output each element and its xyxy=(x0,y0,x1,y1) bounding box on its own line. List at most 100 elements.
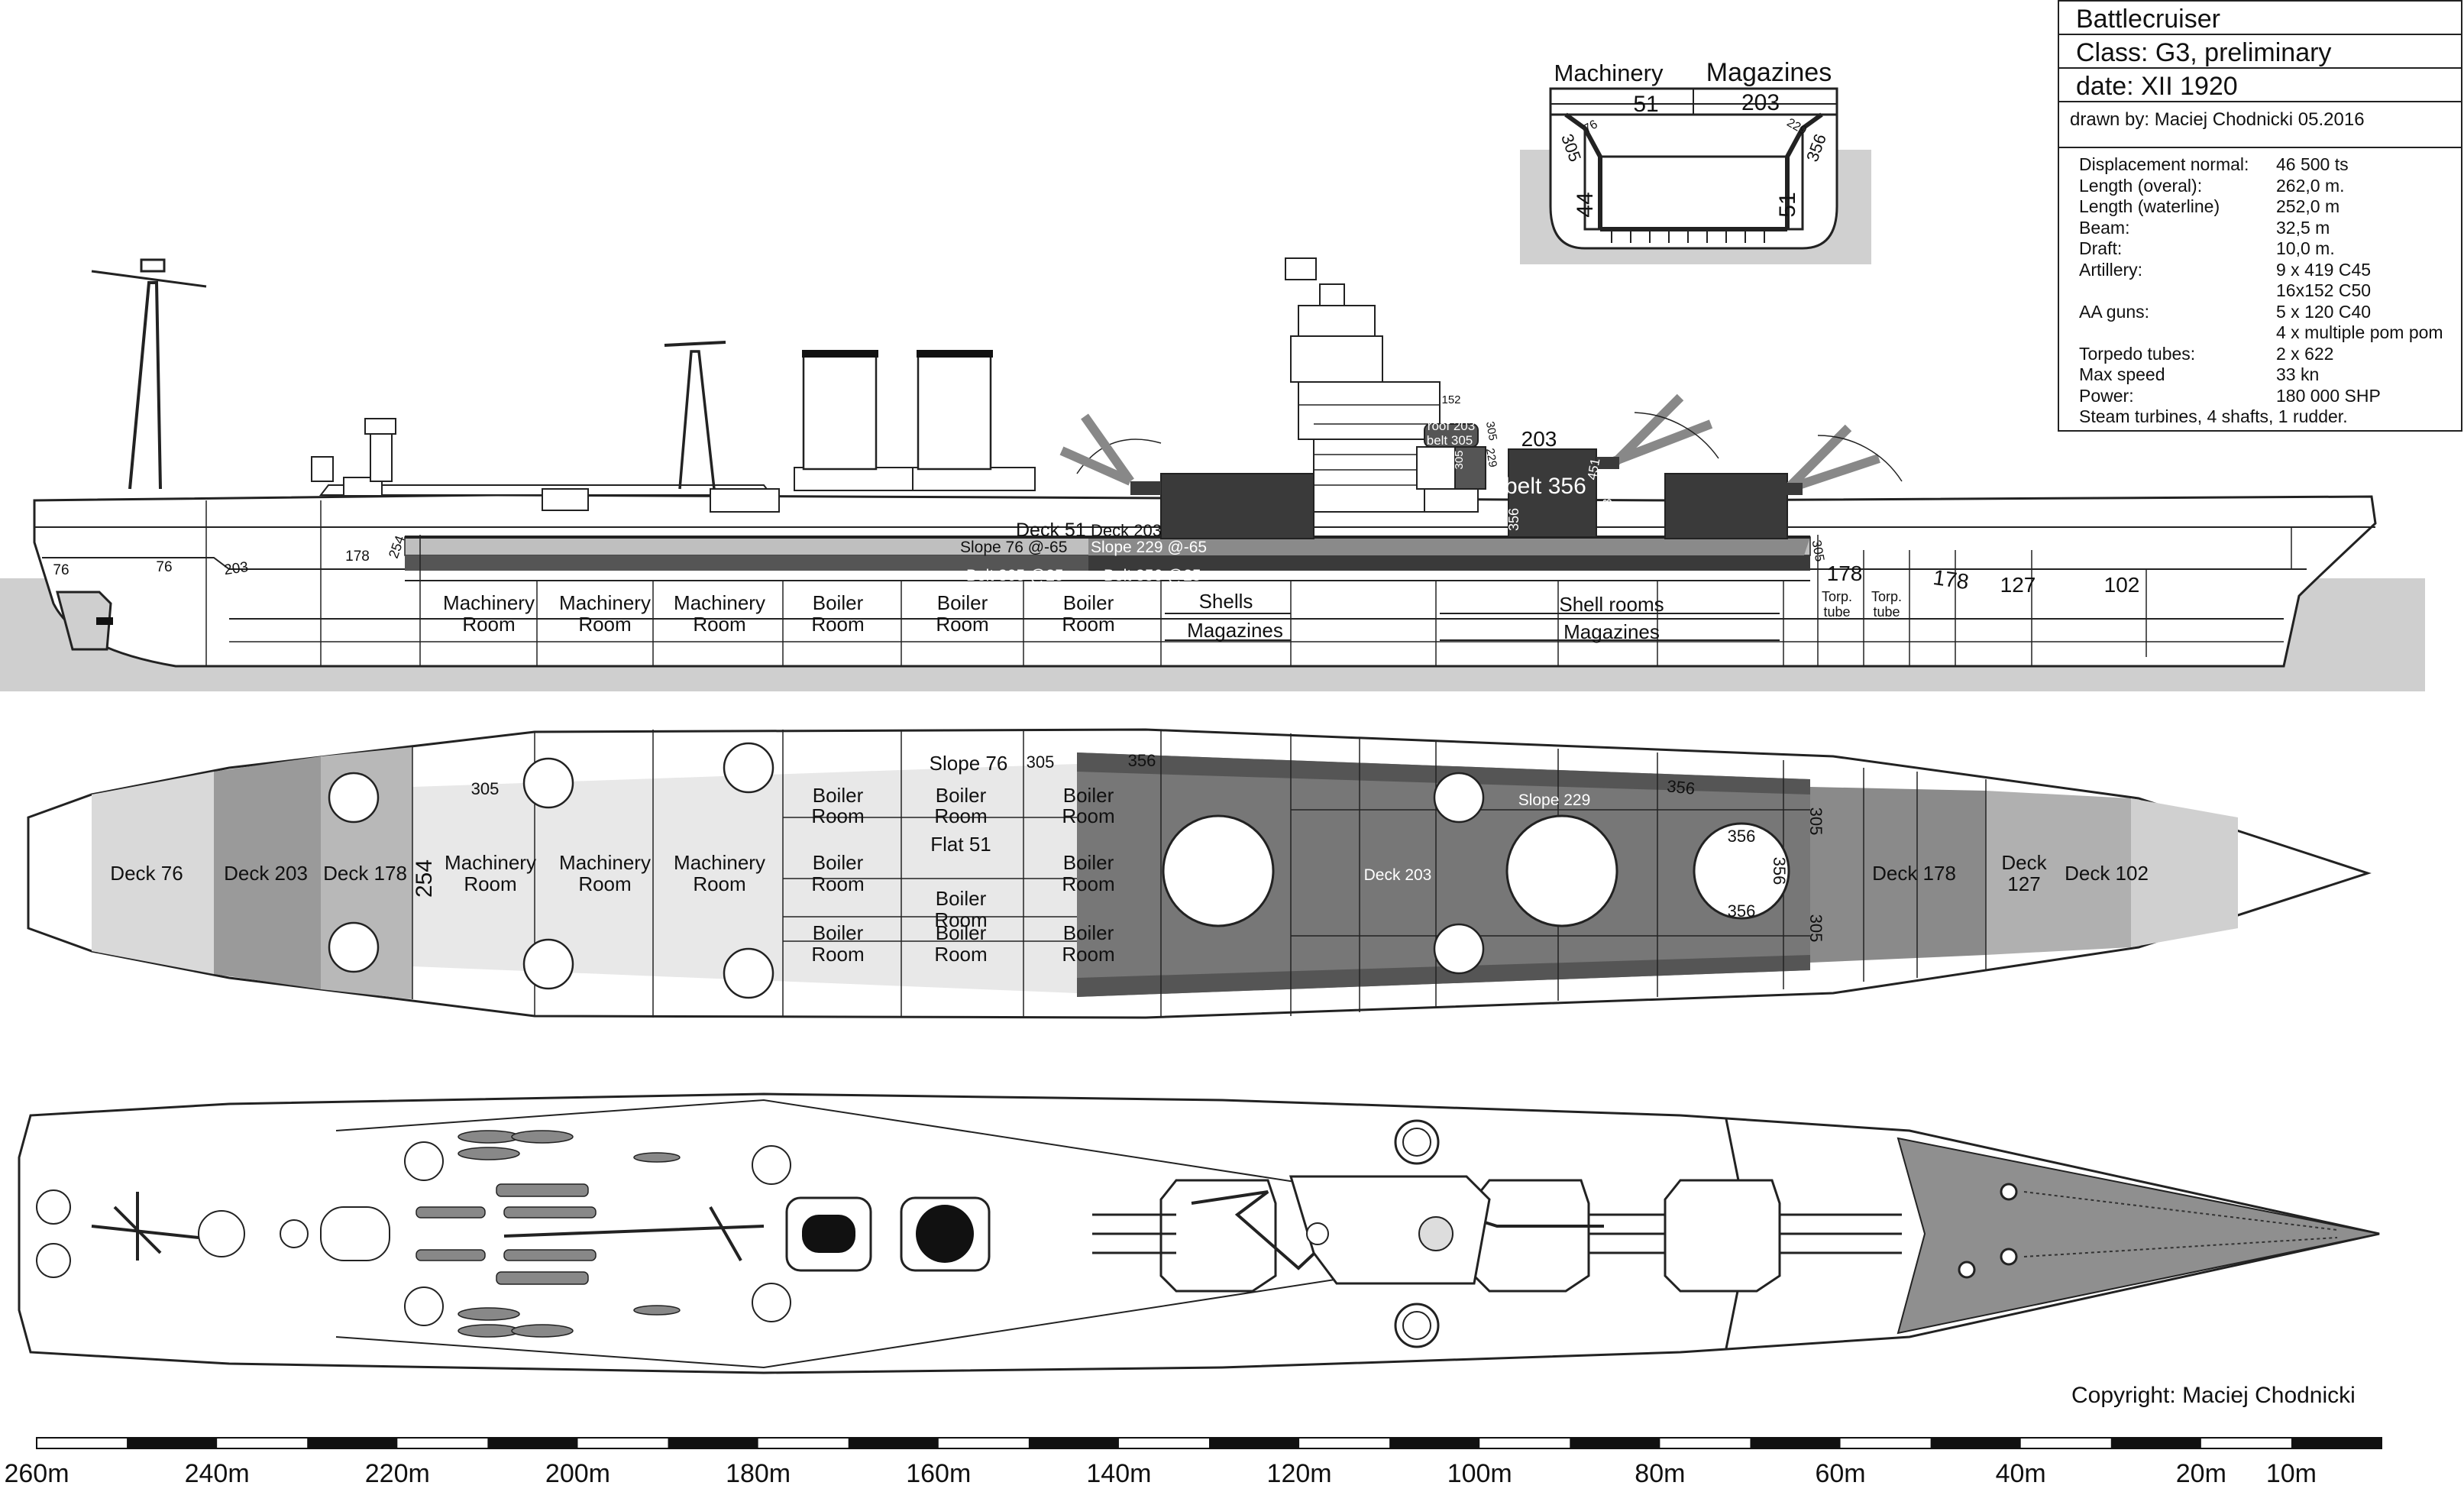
scale-tick-label: 20m xyxy=(2175,1459,2226,1488)
plan-deck-127: 127 xyxy=(2007,872,2040,895)
boiler-label: Boiler xyxy=(1063,851,1114,874)
scale-tick-label: 180m xyxy=(726,1459,791,1488)
section-magazines-label: Magazines xyxy=(1706,58,1832,87)
boiler-label: Boiler xyxy=(813,784,864,807)
plan-bulkhead-305-a: 305 xyxy=(1806,807,1825,836)
spec-value: 180 000 SHP xyxy=(2276,385,2381,406)
slope-229-label: Slope 229 @-65 xyxy=(1091,539,1207,556)
deck-178-fore: 178 xyxy=(1827,562,1863,585)
cross-section: Machinery Magazines 51 203 305 76 44 229… xyxy=(1520,58,1871,264)
copyright-notice: Copyright: Maciej Chodnicki xyxy=(2071,1383,2356,1408)
section-deck-203: 203 xyxy=(1741,90,1780,115)
spec-key xyxy=(2079,280,2276,302)
plan-deck-102: Deck 102 xyxy=(2065,862,2149,885)
barbette-a-356-side: 356 xyxy=(1770,857,1789,885)
plan-deck-178: Deck 178 xyxy=(323,862,407,885)
spec-row: Power: 180 000 SHP xyxy=(2079,386,2461,407)
plan-boiler-labels: Boiler Room Boiler Room Boiler Room Boil… xyxy=(811,784,1114,966)
spec-value: 262,0 m. xyxy=(2276,175,2345,196)
deck-102-bow: 102 xyxy=(2104,573,2140,597)
plan-belt-305: 305 xyxy=(471,779,500,798)
plan-room-label: Machinery xyxy=(559,851,651,874)
deck-76-aft: 76 xyxy=(53,562,69,578)
section-hull xyxy=(1549,87,1838,250)
scale-tick-label: 120m xyxy=(1266,1459,1332,1488)
fore-mast xyxy=(678,350,716,490)
boiler-label: Room xyxy=(934,908,987,931)
boiler-label: Room xyxy=(934,943,987,966)
magazines-label-aft: Magazines xyxy=(1187,619,1283,642)
room-label: Room xyxy=(462,613,515,636)
boiler-label: Room xyxy=(934,804,987,827)
room-label: Room xyxy=(936,613,988,636)
turret-x xyxy=(1059,413,1314,539)
barbette-a-356-top: 356 xyxy=(1728,827,1756,846)
scale-tick-label: 200m xyxy=(545,1459,610,1488)
barbette-305-a: 305 xyxy=(1483,420,1499,442)
boiler-label: Room xyxy=(811,872,864,895)
scale-segment xyxy=(1750,1438,1841,1448)
scale-tick-label: 40m xyxy=(1995,1459,2046,1488)
spec-value: 33 kn xyxy=(2276,364,2320,384)
deck-203-label: Deck 203 xyxy=(1091,521,1162,540)
funnel-fore xyxy=(917,351,992,471)
room-labels: Machinery Room Machinery Room Machinery … xyxy=(443,591,1115,636)
spec-value: 46 500 ts xyxy=(2276,154,2349,174)
plan-bulkhead-305-b: 305 xyxy=(1806,914,1825,943)
belt-356-big-label: belt 356 xyxy=(1505,474,1586,499)
spec-row: AA guns:5 x 120 C40 xyxy=(2079,302,2461,323)
plan-bulkhead-254: 254 xyxy=(412,859,437,898)
boiler-label: Boiler xyxy=(813,921,864,944)
scale-tick-label: 140m xyxy=(1086,1459,1152,1488)
spec-value: 252,0 m xyxy=(2276,196,2340,216)
room-label: Room xyxy=(1062,613,1114,636)
design-date: date: XII 1920 xyxy=(2059,69,2461,102)
scale-segment xyxy=(1930,1438,2021,1448)
scale-segment xyxy=(848,1438,939,1448)
scale-segment xyxy=(2110,1438,2201,1448)
spec-row: Max speed 33 kn xyxy=(2079,364,2461,386)
face-356: 356 xyxy=(1600,484,1615,506)
room-label: Boiler xyxy=(937,591,988,614)
boiler-label: Boiler xyxy=(936,887,987,910)
boiler-label: Room xyxy=(811,804,864,827)
scale-tick-label: 60m xyxy=(1815,1459,1866,1488)
barbette-a-356-bottom: 356 xyxy=(1728,901,1756,921)
scale-segment xyxy=(307,1438,398,1448)
shell-rooms-label: Shell rooms xyxy=(1559,593,1664,616)
scale-segment xyxy=(1389,1438,1480,1448)
plan-slope-356b: 356 xyxy=(1666,776,1696,798)
spec-row: Length (waterline)252,0 m xyxy=(2079,196,2461,218)
spec-value: 9 x 419 C45 xyxy=(2276,259,2372,280)
plan-deck-178-fore: Deck 178 xyxy=(1872,862,1956,885)
propulsion-note: Steam turbines, 4 shafts, 1 rudder. xyxy=(2079,406,2348,426)
belt-band-dark xyxy=(1088,555,1810,571)
spec-key: Max speed xyxy=(2079,364,2165,384)
spec-key: Power: xyxy=(2079,385,2134,406)
plan-slope-356: 356 xyxy=(1128,751,1156,770)
spec-value: 16x152 C50 xyxy=(2276,280,2372,300)
deck-127-bow: 127 xyxy=(2000,573,2036,597)
side-profile: Machinery Room Machinery Room Machinery … xyxy=(0,257,2425,691)
deck-178-aft: 178 xyxy=(345,549,370,565)
room-label: Machinery xyxy=(674,591,765,614)
spec-key xyxy=(2079,322,2276,344)
face-451: 451 xyxy=(1585,457,1603,481)
barbette-b xyxy=(1505,814,1618,927)
roof-203: roof 203 xyxy=(1428,419,1475,433)
plan-flat-51: Flat 51 xyxy=(930,833,991,856)
spec-key: Torpedo tubes: xyxy=(2079,343,2196,364)
boiler-label: Room xyxy=(811,943,864,966)
author-credit: drawn by: Maciej Chodnicki 05.2016 xyxy=(2059,102,2461,148)
deck-178-bow: 178 xyxy=(1932,565,1971,594)
spec-value: 32,5 m xyxy=(2276,217,2330,238)
slope-76-label: Slope 76 @-65 xyxy=(960,539,1067,556)
spec-key: Length (overal): xyxy=(2079,175,2203,196)
scale-segment xyxy=(1028,1438,1119,1448)
torp-tube-label: Torp. xyxy=(1822,589,1852,604)
deck-51-label: Deck 51 xyxy=(1016,519,1086,541)
plan-room-label: Room xyxy=(464,872,516,895)
scale-segment xyxy=(1209,1438,1300,1448)
